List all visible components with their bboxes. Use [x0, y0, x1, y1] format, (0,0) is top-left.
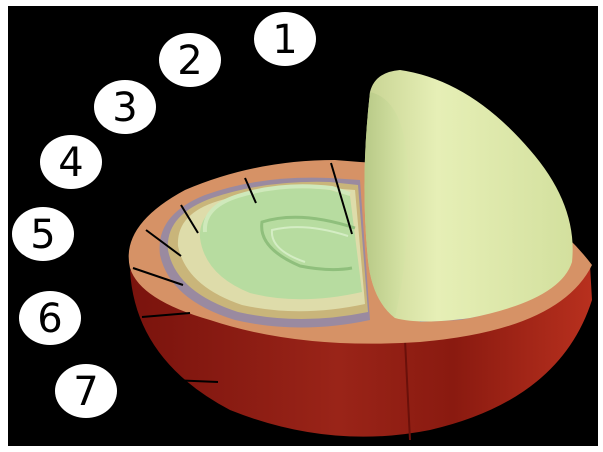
label-3-text: 3 — [112, 85, 137, 131]
label-7-text: 7 — [73, 369, 98, 415]
label-3: 3 — [94, 80, 156, 134]
label-7: 7 — [55, 364, 117, 418]
label-4: 4 — [40, 135, 102, 189]
label-2: 2 — [159, 33, 221, 87]
label-6: 6 — [19, 291, 81, 345]
label-1-text: 1 — [272, 17, 297, 63]
label-4-text: 4 — [58, 140, 83, 186]
label-2-text: 2 — [177, 38, 202, 84]
label-5: 5 — [12, 207, 74, 261]
label-5-text: 5 — [30, 212, 55, 258]
label-6-text: 6 — [37, 296, 62, 342]
label-1: 1 — [254, 12, 316, 66]
